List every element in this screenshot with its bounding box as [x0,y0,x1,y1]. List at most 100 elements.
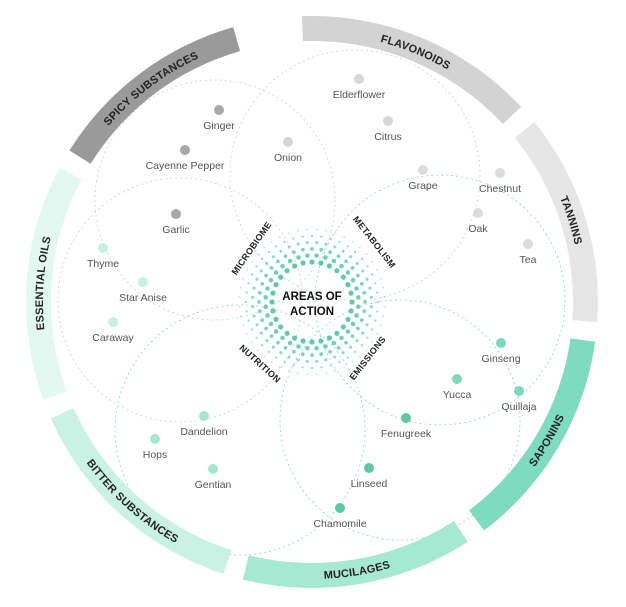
center-dot [292,250,296,255]
item-label: Citrus [374,131,401,143]
item-chamomile: Chamomile [313,503,367,530]
center-dot [245,291,248,294]
center-dot [265,313,270,318]
center-dot [292,335,298,341]
center-dot [319,352,324,357]
center-dot [265,339,269,343]
center-dot [306,373,309,376]
center-dot [333,245,337,249]
center-dot [283,254,288,258]
center-dot [315,373,318,376]
center-dot [354,250,357,254]
center-dot [350,266,355,270]
center-dot [329,364,332,367]
center-dot [296,344,301,349]
center-dot [334,232,337,235]
area-label-nutrition: NUTRITION [237,343,282,385]
center-dot [318,338,324,344]
center-dot [270,240,273,243]
center-dot [326,263,332,269]
center-dot [320,235,323,238]
center-dot [366,265,369,268]
center-dot [336,346,341,350]
center-dot [319,247,324,252]
center-dot [379,277,382,280]
center-dot [257,290,262,295]
center-dot [256,348,259,351]
center-dot [238,305,241,308]
item-thyme: Thyme [87,243,119,270]
center-dot [264,273,268,278]
center-dot [376,269,378,271]
center-dot [358,246,361,249]
center-dot [354,313,359,318]
center-dot [310,353,314,357]
center-dot [276,259,280,264]
center-dot [334,268,340,274]
center-dot [250,341,253,344]
center-dot [265,261,269,265]
item-label: Grape [408,180,437,192]
center-dot [324,358,328,362]
center-dot [376,310,379,313]
center-title-line1: AREAS OF [282,291,341,303]
item-chestnut: Chestnut [479,168,521,195]
center-dot [296,358,300,362]
center-dot [365,323,369,327]
center-dot [263,295,268,300]
center-dot [301,235,304,238]
center-dot [270,290,276,296]
center-dot [268,277,274,283]
segment-essential [25,167,82,400]
center-dot [279,236,281,238]
center-dot [283,360,286,364]
center-dot [318,260,324,266]
center-dot [379,324,382,327]
item-garlic: Garlic [162,209,190,236]
segment-mucilages [242,520,468,588]
center-dot [383,296,386,299]
center-dot [349,255,353,259]
item-dot-icon [283,137,293,147]
center-dot [324,242,328,246]
center-dot [356,304,361,309]
item-elderflower: Elderflower [333,74,386,101]
center-dot [260,282,265,286]
item-dot-icon [496,338,506,348]
item-label: Gentian [195,479,232,491]
center-dot [305,241,309,245]
center-dot [370,273,374,276]
center-dot [301,366,304,369]
item-dot-icon [180,145,190,155]
center-dot [259,269,263,273]
center-dot [361,269,365,273]
center-dot [273,282,279,288]
center-dot [325,372,327,374]
center-dot [305,346,310,351]
center-dot [255,323,259,327]
center-dot [368,286,372,290]
center-dot [287,232,290,235]
center-dot [369,305,373,309]
item-linseed: Linseed [351,463,388,490]
item-dot-icon [208,464,218,474]
item-label: Fenugreek [381,428,432,440]
center-dot [269,299,275,305]
item-dot-icon [199,411,209,421]
item-dot-icon [401,413,411,423]
segment-tannins [514,122,598,322]
center-dot [336,254,341,258]
center-dot [346,245,349,248]
center-dot [275,245,278,248]
center-dot [244,300,248,304]
center-dot [362,309,367,314]
center-dot [359,318,364,322]
center-dot [260,318,265,322]
item-dot-icon [383,116,393,126]
item-dot-icon [514,386,524,396]
center-dot [349,345,353,349]
center-dot [265,286,270,291]
center-title-line2: ACTION [290,306,334,318]
item-label: Star Anise [119,292,167,304]
center-dot [345,282,351,288]
